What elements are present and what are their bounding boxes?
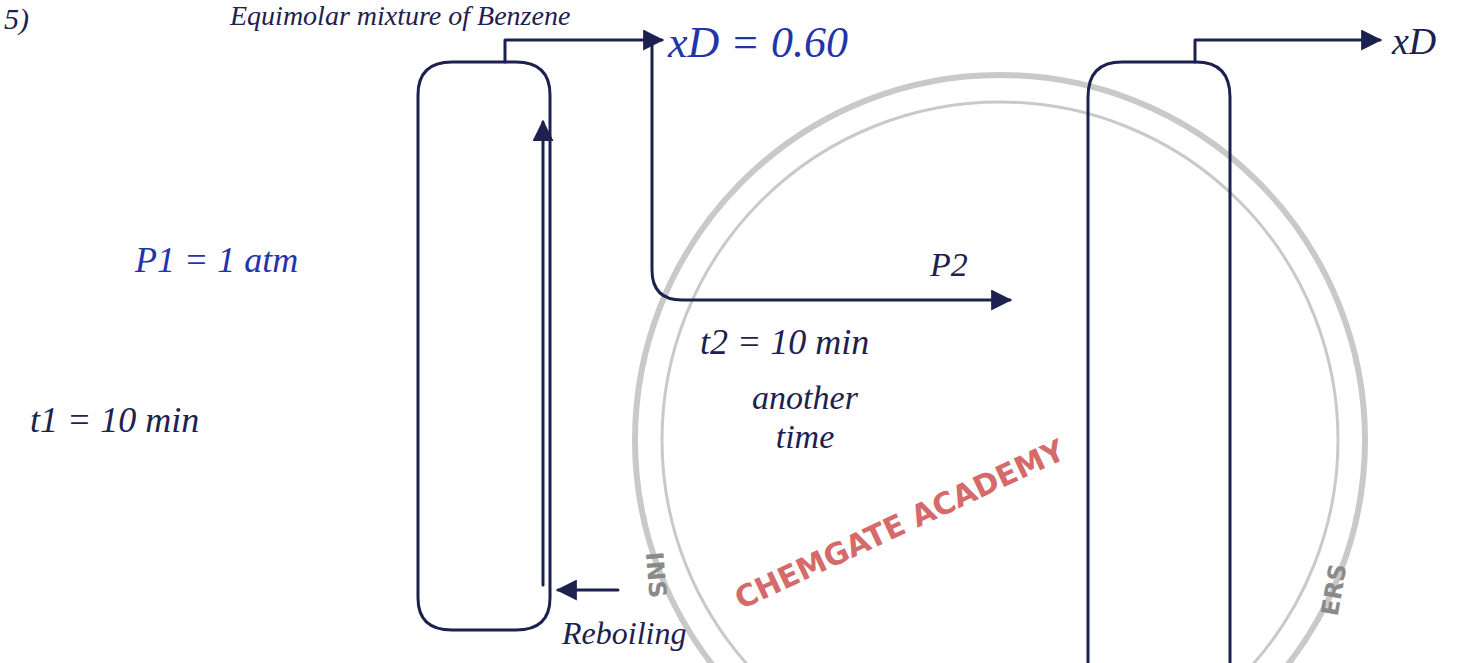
watermark-ring [635, 75, 1365, 663]
distillate-composition: xD = 0.60 [668, 18, 848, 69]
reboiling-label: Reboiling [562, 615, 686, 652]
watermark-ring [662, 102, 1338, 663]
problem-statement: Equimolar mixture of Benzene [230, 0, 570, 32]
watermark-text: ERS [1317, 562, 1353, 618]
watermark-rings [635, 75, 1365, 663]
overhead-pipe [1195, 40, 1380, 62]
watermark-text: CHEMGATE ACADEMY [730, 433, 1071, 616]
question-number: 5) [4, 2, 29, 37]
reboil-arrow [558, 589, 618, 592]
time-label: t1 = 10 min [30, 400, 199, 441]
pressure-label: P2 [930, 245, 968, 284]
vapour-line [542, 122, 545, 585]
pressure-label: P1 = 1 atm [135, 240, 298, 281]
distillation-column [418, 62, 550, 630]
overhead-pipe [505, 40, 650, 62]
distillate-composition: xD [1392, 20, 1436, 64]
time-label: t2 = 10 min [700, 322, 869, 363]
watermark-text: INS [639, 551, 671, 600]
transfer-pipe [652, 42, 1010, 300]
distillation-column [1088, 62, 1230, 663]
note-text: another time [730, 378, 880, 456]
